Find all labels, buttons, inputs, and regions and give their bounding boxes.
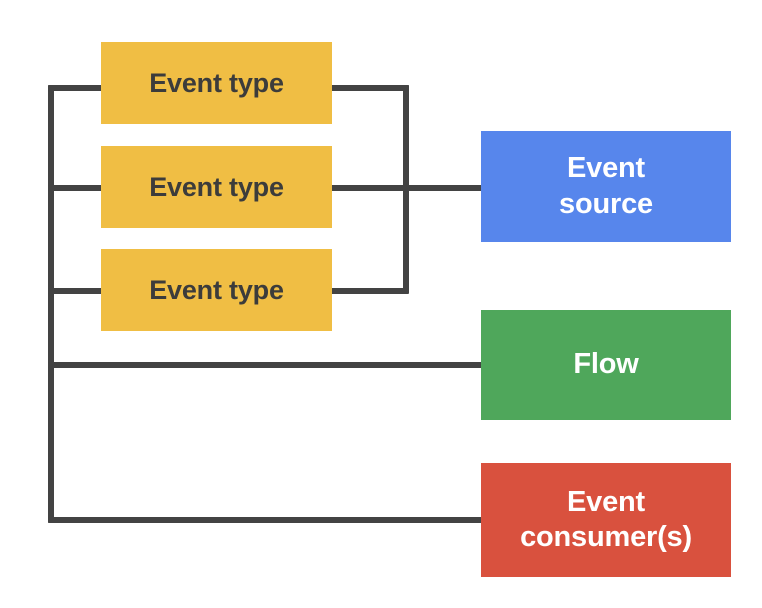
connector-left-bus-to-event-type-1 — [48, 85, 104, 91]
connector-left-bus-to-event-type-2 — [48, 185, 104, 191]
node-event-type-3-label: Event type — [149, 274, 284, 305]
connector-event-type-3-to-right-bus — [330, 288, 409, 294]
connector-left-bus-to-event-consumers — [48, 517, 483, 523]
connector-left-bus-to-flow — [48, 362, 483, 368]
node-event-type-2-label: Event type — [149, 171, 284, 202]
connector-left-bus-to-event-type-3 — [48, 288, 104, 294]
node-event-consumers[interactable]: Event consumer(s) — [481, 463, 731, 577]
node-event-type-1[interactable]: Event type — [101, 42, 332, 124]
node-event-source[interactable]: Event source — [481, 131, 731, 242]
left-vertical-bus-line — [48, 85, 54, 523]
node-flow[interactable]: Flow — [481, 310, 731, 420]
node-event-type-2[interactable]: Event type — [101, 146, 332, 228]
node-flow-label: Flow — [573, 348, 639, 381]
connector-event-type-2-to-event-source — [330, 185, 483, 191]
node-event-type-1-label: Event type — [149, 67, 284, 98]
node-event-consumers-label: Event consumer(s) — [520, 485, 692, 553]
connector-event-type-1-to-right-bus — [330, 85, 409, 91]
node-event-type-3[interactable]: Event type — [101, 249, 332, 331]
node-event-source-label: Event source — [559, 152, 653, 220]
